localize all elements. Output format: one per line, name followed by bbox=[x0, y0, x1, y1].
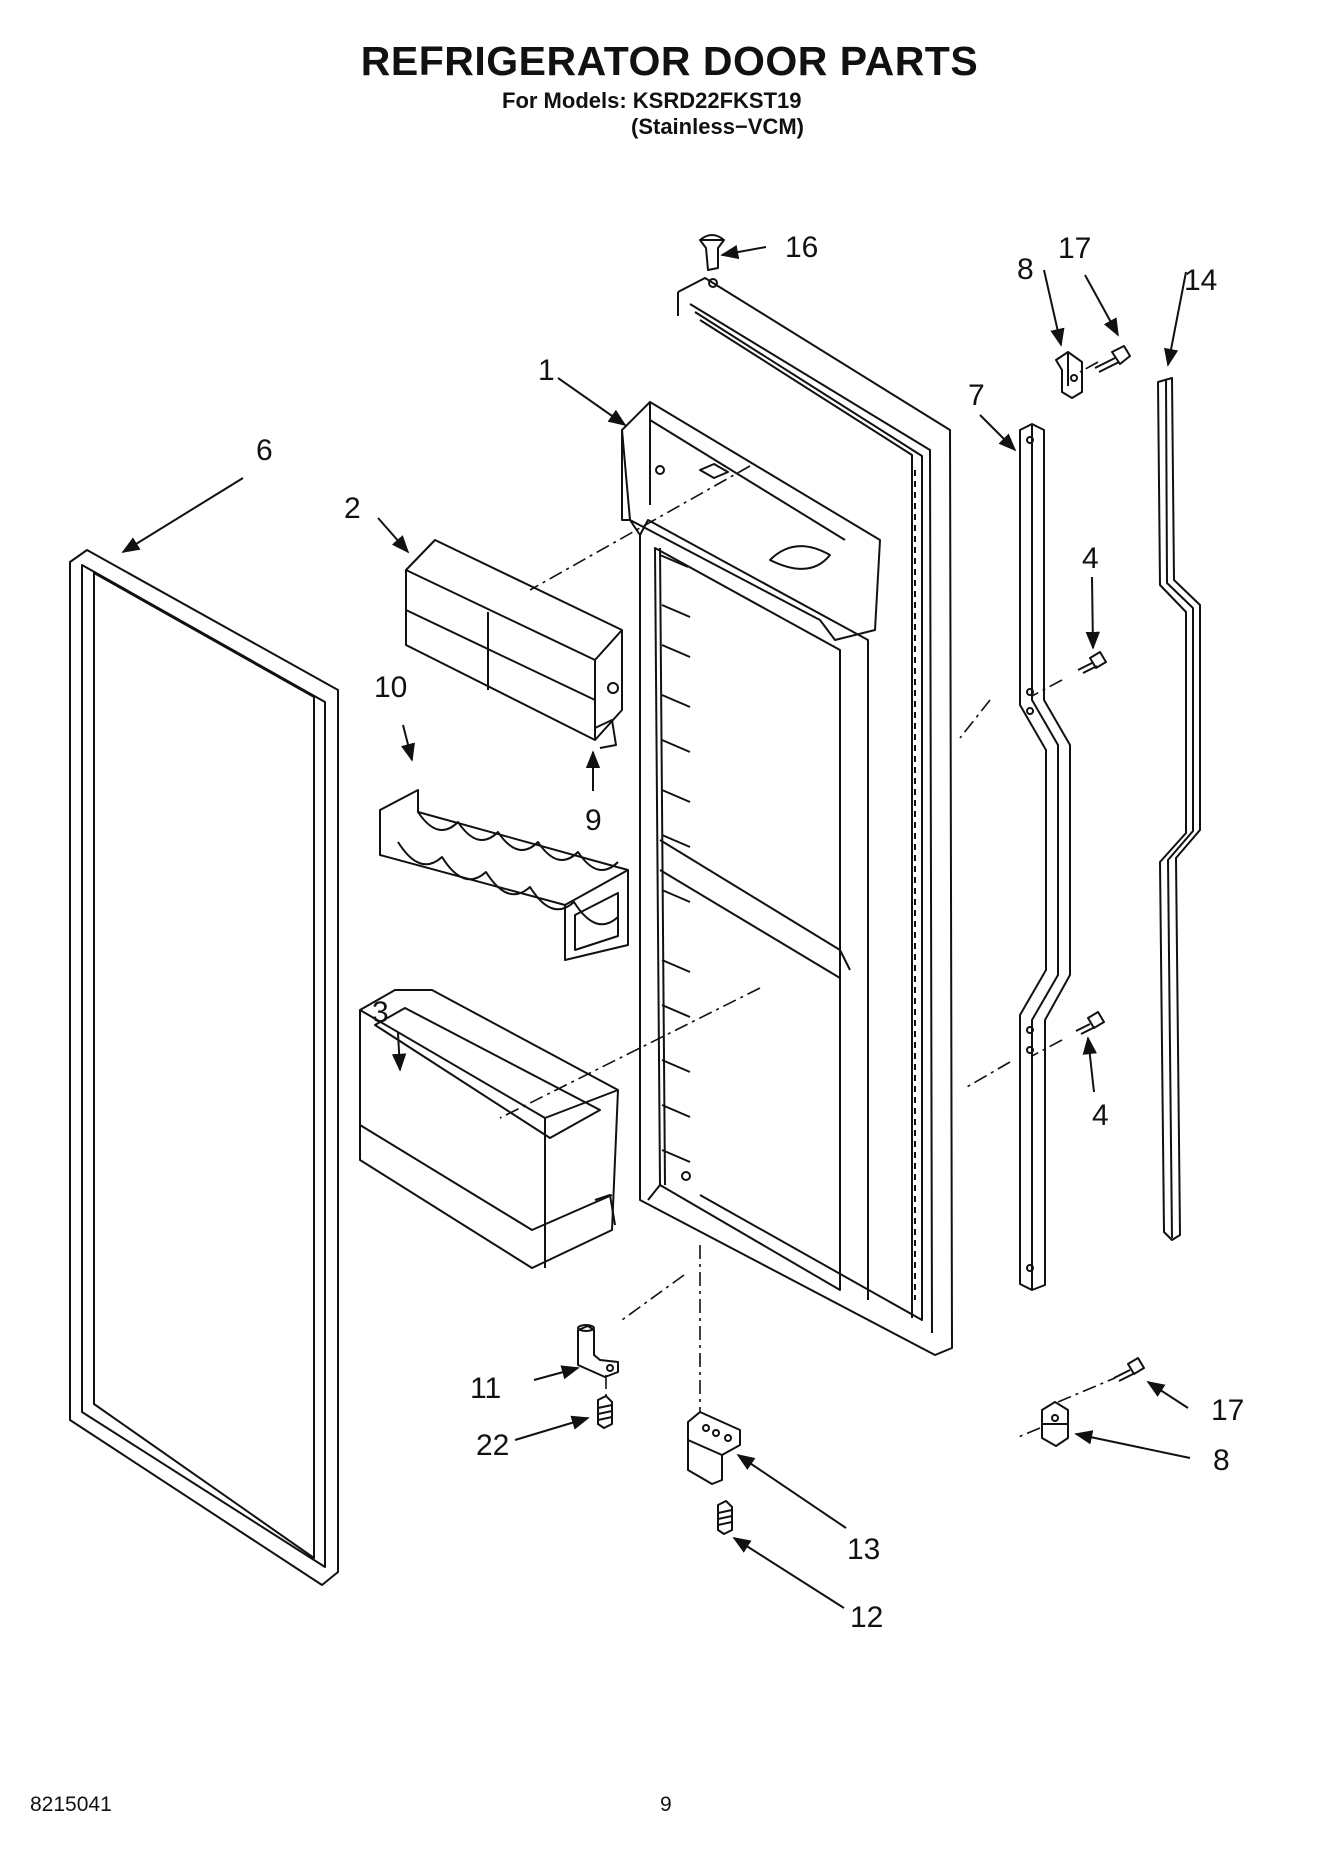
document-number: 8215041 bbox=[30, 1793, 112, 1816]
callout-2: 2 bbox=[344, 492, 361, 525]
callout-22: 22 bbox=[476, 1429, 509, 1462]
callout-7: 7 bbox=[968, 379, 985, 412]
dispenser-housing-part bbox=[621, 401, 881, 641]
screw-top-part bbox=[1094, 345, 1131, 373]
callout-12: 12 bbox=[850, 1601, 883, 1634]
model-variant: (Stainless−VCM) bbox=[631, 114, 804, 139]
handle-bracket-bottom-part bbox=[1041, 1401, 1069, 1447]
model-info: For Models: KSRD22FKST19 (Stainless−VCM) bbox=[502, 88, 804, 140]
callout-4-upper: 4 bbox=[1082, 542, 1099, 575]
door-gasket-part bbox=[69, 549, 339, 1586]
page-title: REFRIGERATOR DOOR PARTS bbox=[360, 38, 979, 84]
callout-17-bottom: 17 bbox=[1211, 1394, 1244, 1427]
models-label: For Models: bbox=[502, 88, 627, 113]
screw-lower-part bbox=[1075, 1011, 1105, 1035]
plug-part bbox=[699, 234, 725, 271]
hinge-pin-part bbox=[577, 1324, 619, 1378]
callout-11: 11 bbox=[470, 1372, 501, 1405]
door-liner-part bbox=[629, 277, 953, 1356]
callout-3: 3 bbox=[372, 996, 389, 1029]
page-number: 9 bbox=[660, 1793, 672, 1816]
callout-1: 1 bbox=[538, 354, 555, 387]
egg-tray-part bbox=[379, 789, 629, 961]
shelf-cover-part bbox=[405, 539, 623, 749]
callout-4-lower: 4 bbox=[1092, 1099, 1109, 1132]
model-number: KSRD22FKST19 bbox=[632, 88, 802, 113]
handle-bracket-top-part bbox=[1055, 351, 1083, 399]
callout-16: 16 bbox=[785, 231, 818, 264]
screw-22-part bbox=[597, 1395, 613, 1429]
callout-6: 6 bbox=[256, 434, 273, 467]
handle-strip-part bbox=[1019, 423, 1071, 1291]
callout-9: 9 bbox=[585, 804, 602, 837]
door-bin-part bbox=[359, 989, 619, 1269]
screw-12-part bbox=[717, 1500, 733, 1535]
callout-13: 13 bbox=[847, 1533, 880, 1566]
trim-strip-part bbox=[1157, 377, 1201, 1241]
screw-upper-part bbox=[1077, 651, 1107, 674]
callout-8-bottom: 8 bbox=[1213, 1444, 1230, 1477]
hinge-part bbox=[687, 1411, 741, 1485]
callout-10: 10 bbox=[374, 671, 407, 704]
callout-14: 14 bbox=[1184, 264, 1217, 297]
callout-17-top: 17 bbox=[1058, 232, 1091, 265]
screw-bottom-part bbox=[1113, 1357, 1145, 1382]
callout-8-top: 8 bbox=[1017, 253, 1034, 286]
